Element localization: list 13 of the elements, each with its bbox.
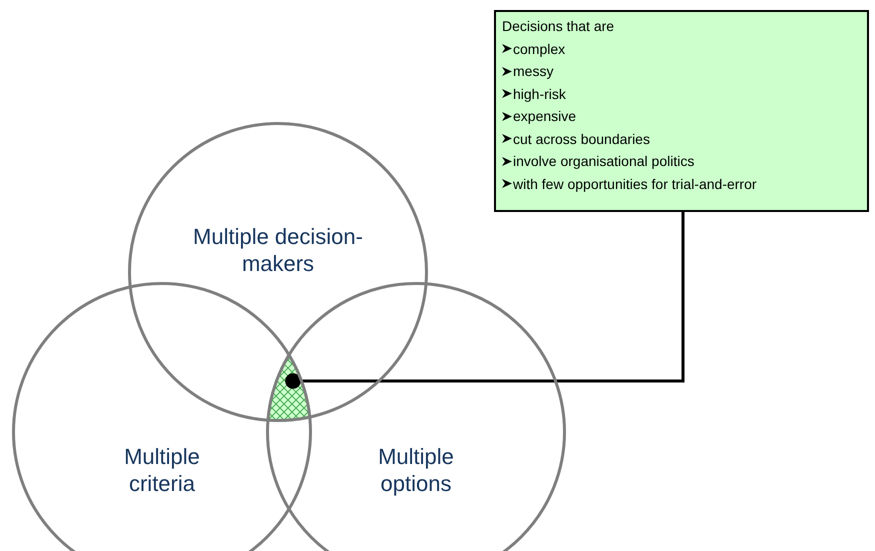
circle-label: Multiple options xyxy=(377,443,455,497)
list-item: high-risk xyxy=(513,84,566,104)
list-item: with few opportunities for trial-and-error xyxy=(513,174,757,194)
callout-box xyxy=(494,10,869,212)
list-item: expensive xyxy=(513,107,576,126)
callout-heading: Decisions that are xyxy=(502,17,614,36)
circle-label: Multiple criteria xyxy=(123,443,201,497)
circle-label: Multiple decision-makers xyxy=(192,223,364,277)
list-item: messy xyxy=(513,62,554,81)
leader-line xyxy=(285,212,684,389)
list-item: involve organisational politics xyxy=(513,152,694,171)
list-item: cut across boundaries xyxy=(513,130,650,148)
list-item: complex xyxy=(513,40,566,59)
